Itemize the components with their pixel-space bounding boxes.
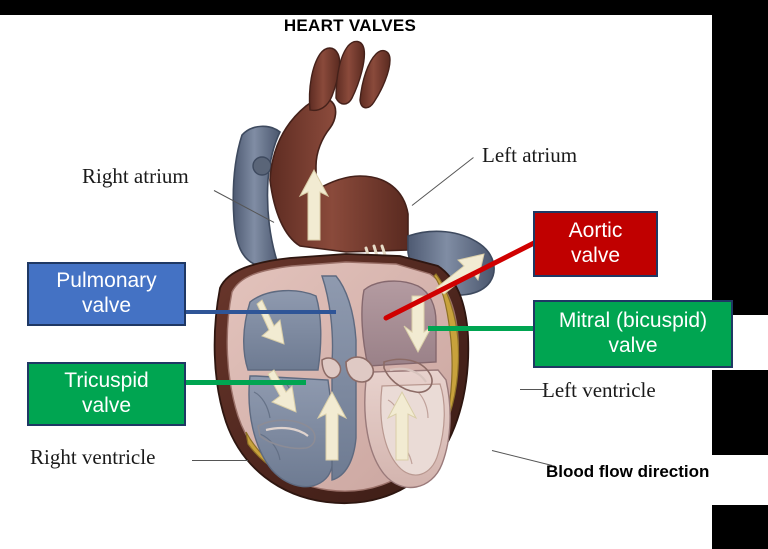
label-right-atrium: Right atrium: [82, 164, 189, 188]
left-subclavian: [359, 49, 391, 109]
callout-mitral-valve[interactable]: Mitral (bicuspid) valve: [533, 300, 733, 368]
callout-mitral-line2: valve: [608, 334, 658, 357]
callout-tricuspid-line2: valve: [81, 394, 131, 417]
mask-strip-top: [0, 0, 768, 15]
right-atrium-cavity: [243, 289, 322, 371]
leader-left-ventricle: [520, 389, 548, 390]
callout-pulmonary-valve-text: Pulmonary valve: [56, 269, 156, 319]
callout-aortic-line2: valve: [570, 244, 621, 267]
callout-pulmonary-line1: Pulmonary: [56, 269, 157, 293]
arrow-lv-outflow: [386, 390, 418, 461]
mitral-chordae: [389, 367, 427, 383]
page-title: HEART VALVES: [283, 16, 417, 35]
connector-tricuspid-valve: [186, 380, 306, 385]
right-outflow-tract: [321, 275, 357, 481]
callout-aortic-valve[interactable]: Aortic valve: [533, 211, 658, 277]
connector-pulmonary-valve: [186, 310, 336, 314]
mask-strip-right-upper: [712, 15, 768, 315]
arrow-rv-outflow: [316, 390, 348, 461]
mask-strip-bottom-right: [712, 505, 768, 549]
callout-tricuspid-valve[interactable]: Tricuspid valve: [27, 362, 186, 426]
callout-pulmonary-valve[interactable]: Pulmonary valve: [27, 262, 186, 326]
leader-right-ventricle: [192, 460, 248, 461]
heart-diagram-illustration: [150, 40, 570, 510]
callout-mitral-line1: Mitral (bicuspid): [558, 309, 708, 333]
callout-tricuspid-line1: Tricuspid: [64, 369, 149, 393]
label-left-ventricle: Left ventricle: [542, 378, 656, 402]
mitral-valve-leaflets: [383, 358, 433, 394]
pulmonary-valve-leaflets: [321, 357, 342, 379]
connector-mitral-valve: [428, 326, 534, 331]
brachiocephalic-trunk: [308, 47, 341, 112]
mask-strip-right-lower: [712, 370, 768, 455]
blood-flow-direction-note: Blood flow direction: [546, 462, 710, 481]
callout-mitral-valve-text: Mitral (bicuspid) valve: [559, 309, 707, 359]
label-left-atrium: Left atrium: [482, 143, 578, 167]
vena-cava-branch: [252, 156, 272, 176]
callout-pulmonary-line2: valve: [81, 294, 131, 317]
callout-aortic-line1: Aortic: [568, 219, 623, 243]
label-right-ventricle: Right ventricle: [30, 445, 156, 469]
aorta: [269, 97, 409, 253]
aortic-valve-leaflets: [345, 356, 375, 383]
connector-aortic-valve: [383, 239, 539, 321]
tricuspid-chordae: [265, 426, 309, 437]
callout-aortic-valve-text: Aortic valve: [569, 219, 623, 269]
callout-tricuspid-valve-text: Tricuspid valve: [64, 369, 148, 419]
arrow-aorta: [298, 168, 330, 241]
left-common-carotid: [335, 40, 366, 105]
arrow-la-inflow: [403, 295, 433, 354]
tricuspid-valve-leaflets: [257, 419, 316, 450]
blood-flow-arrows: [256, 168, 485, 461]
